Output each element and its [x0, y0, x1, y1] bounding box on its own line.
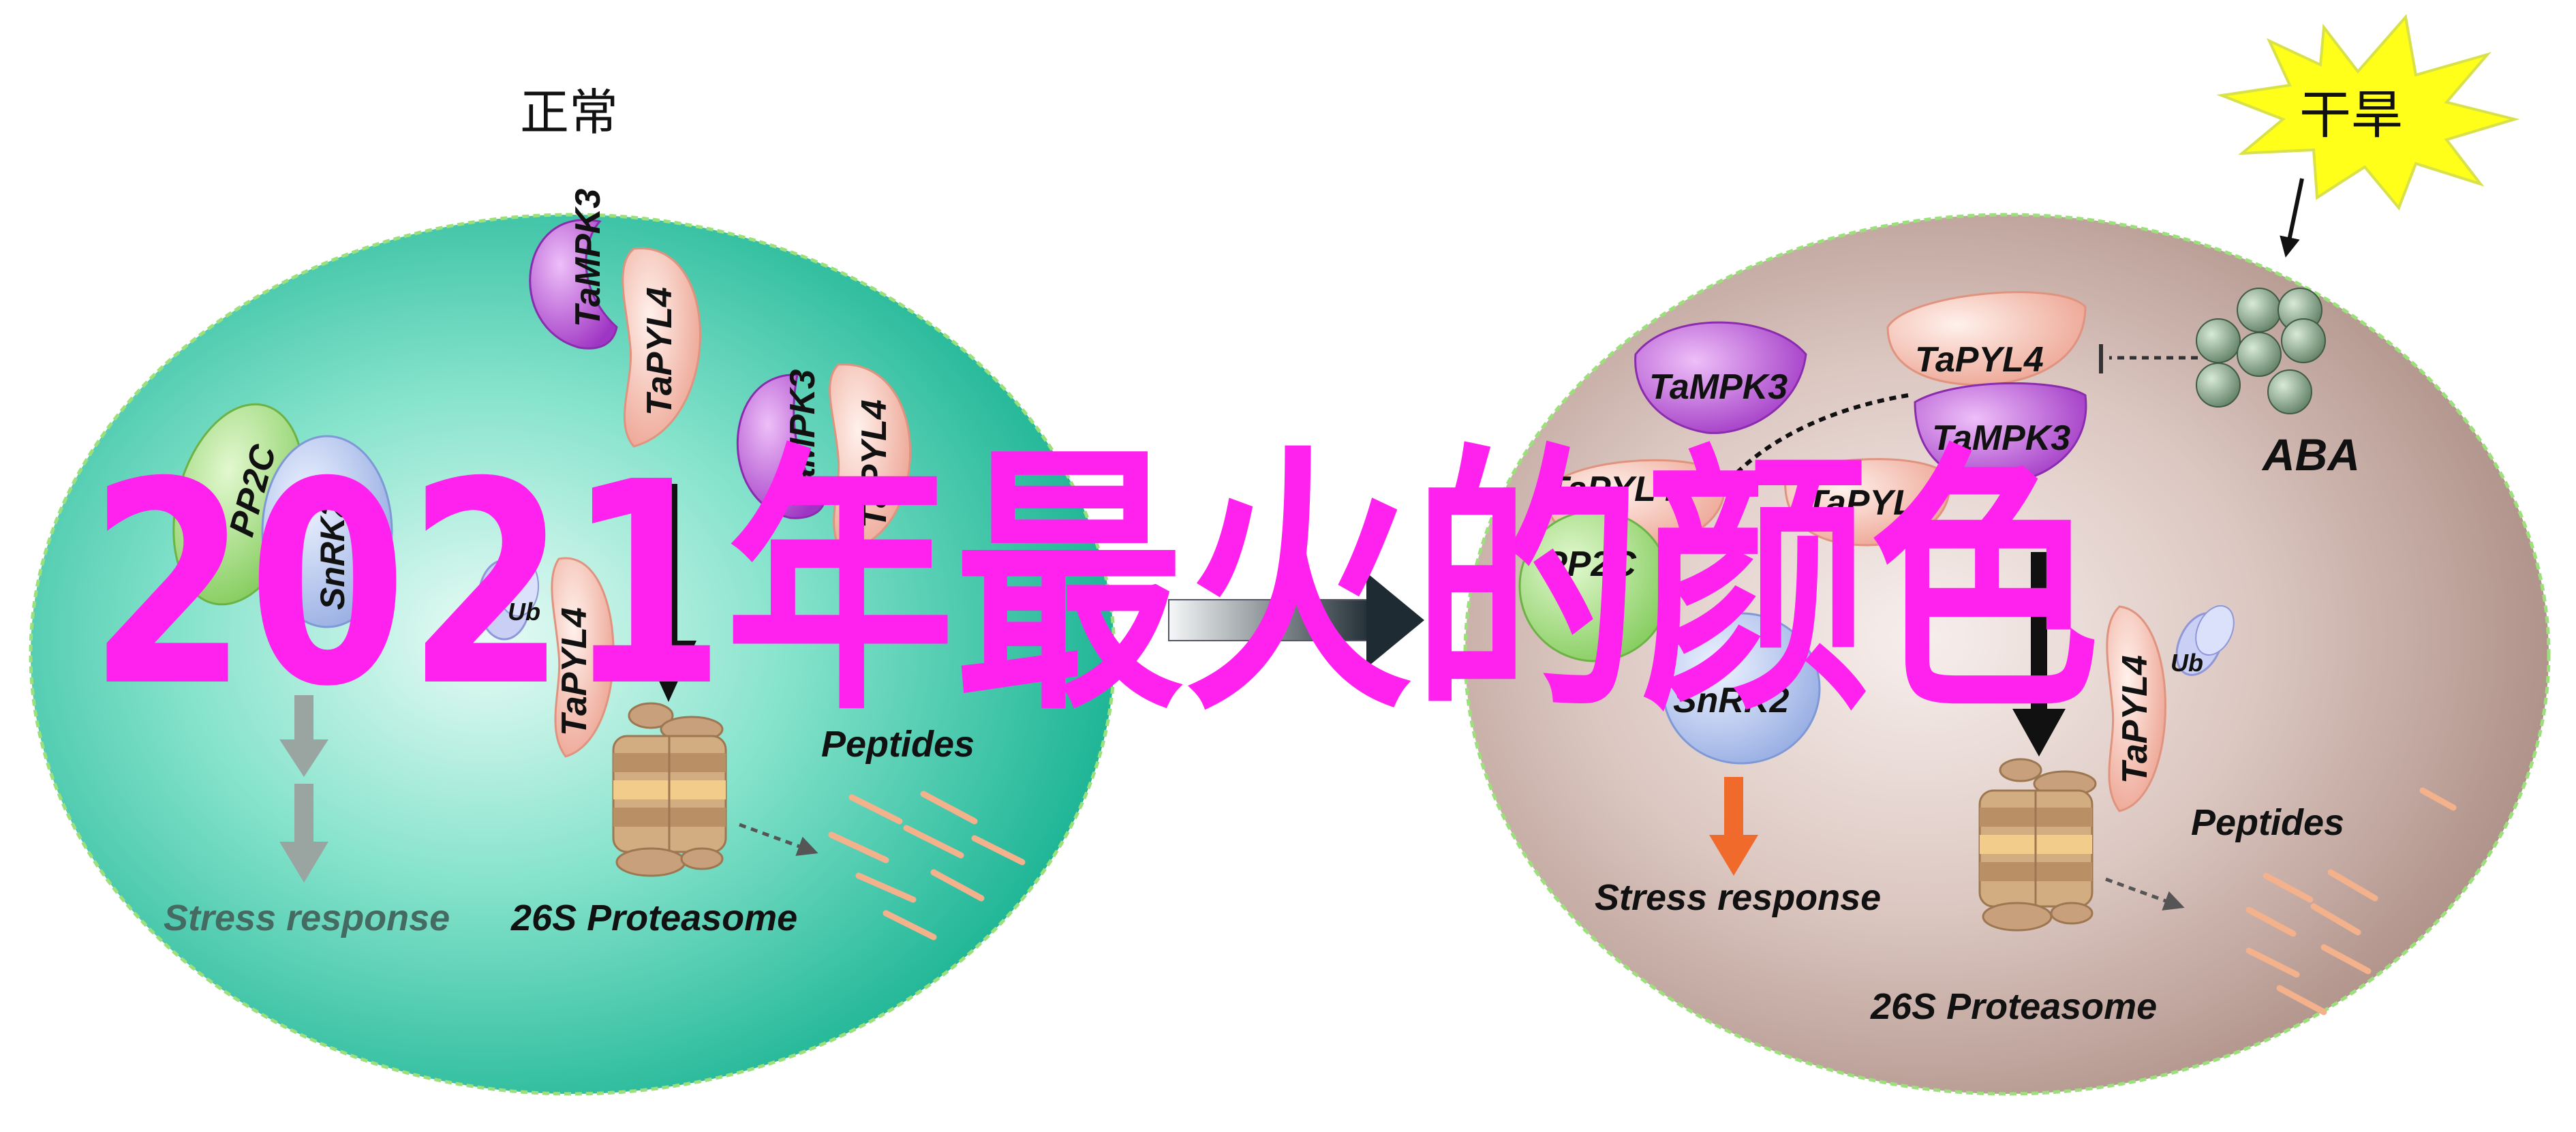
left-degradation-arrow — [641, 484, 696, 702]
right-proteasome — [1978, 758, 2097, 932]
left-ub: Ub — [477, 555, 540, 641]
left-snrk2-label: SnRK2 — [313, 498, 352, 610]
left-tampk3-mid-label: TaMPK3 — [783, 369, 823, 508]
left-proteasome — [612, 702, 727, 877]
drought-to-aba-arrow — [2280, 178, 2304, 258]
drought-label: 干旱 — [2299, 85, 2403, 145]
right-tapyl4-top: TaPYL4 — [1886, 291, 2087, 386]
left-tapyl4-mid: TaPYL4 — [829, 363, 912, 553]
transition-arrow — [1168, 572, 1424, 668]
left-tapyl4-low-label: TaPYL4 — [555, 607, 594, 736]
right-tampk3-left: TaMPK3 — [1634, 321, 1807, 434]
right-tampk3-center: TaMPK3 — [1914, 382, 2087, 485]
left-peptide-arrow — [739, 823, 818, 856]
right-peptides-label: Peptides — [2191, 802, 2344, 843]
right-peptide-fragments — [2245, 787, 2457, 1015]
right-cell — [1463, 213, 2551, 1096]
right-degradation-arrow — [2012, 552, 2066, 756]
left-peptides-label: Peptides — [821, 724, 975, 765]
right-tapyl-center: TaPYL4 — [1784, 458, 1951, 547]
right-tapyl-left-label: TaPYL4 — [1547, 470, 1676, 509]
left-condition-label: 正常 — [520, 84, 618, 141]
right-tapyl-center-label: TaPYL4 — [1806, 483, 1935, 523]
right-tapyl4-right-label: TaPYL4 — [2115, 655, 2155, 784]
right-tampk3-left-label: TaMPK3 — [1649, 367, 1788, 407]
right-stress-label: Stress response — [1595, 877, 1881, 918]
right-ub-label: Ub — [2171, 649, 2203, 677]
left-tampk3-top-label: TaMPK3 — [568, 189, 608, 327]
left-tapyl4-top-label: TaPYL4 — [640, 287, 679, 416]
left-proteasome-label: 26S Proteasome — [510, 898, 797, 938]
right-tapyl4-top-label: TaPYL4 — [1915, 340, 2044, 380]
left-tapyl4-mid-label: TaPYL4 — [855, 399, 894, 528]
left-stress-label: Stress response — [164, 898, 450, 938]
left-stress-arrow — [279, 695, 328, 883]
aba-cluster — [2196, 288, 2326, 414]
left-snrk2: SnRK2 — [261, 435, 393, 628]
left-tapyl4-low: TaPYL4 — [551, 557, 615, 758]
left-tampk3-mid: TaMPK3 — [736, 369, 826, 519]
left-peptide-fragments — [828, 791, 1026, 940]
right-snrk2: SnRK2 — [1661, 612, 1821, 765]
right-proteasome-label: 26S Proteasome — [1870, 986, 2157, 1027]
left-tapyl4-top: TaPYL4 — [622, 247, 701, 448]
left-tampk3-top: TaMPK3 — [529, 189, 618, 350]
right-pp2c-label: PP2C — [1544, 545, 1637, 584]
right-cell-body — [1463, 213, 2551, 1096]
right-tapyl4-right: TaPYL4 — [2106, 605, 2166, 812]
overlay-headline: 2021年最火的颜色 — [89, 422, 2099, 748]
right-snrk2-label: SnRK2 — [1673, 681, 1790, 720]
aba-label: ABA — [2261, 429, 2360, 480]
right-tampk3-center-label: TaMPK3 — [1932, 418, 2070, 458]
right-pp2c: PP2C — [1518, 510, 1671, 662]
right-peptide-arrow — [2105, 877, 2185, 911]
right-ub: Ub — [2171, 605, 2235, 677]
right-stress-arrow — [1709, 777, 1758, 876]
drought-burst: 干旱 — [2216, 14, 2520, 211]
left-ub-label: Ub — [508, 598, 540, 626]
mpk3-to-pyl-arrow — [1718, 393, 1909, 494]
